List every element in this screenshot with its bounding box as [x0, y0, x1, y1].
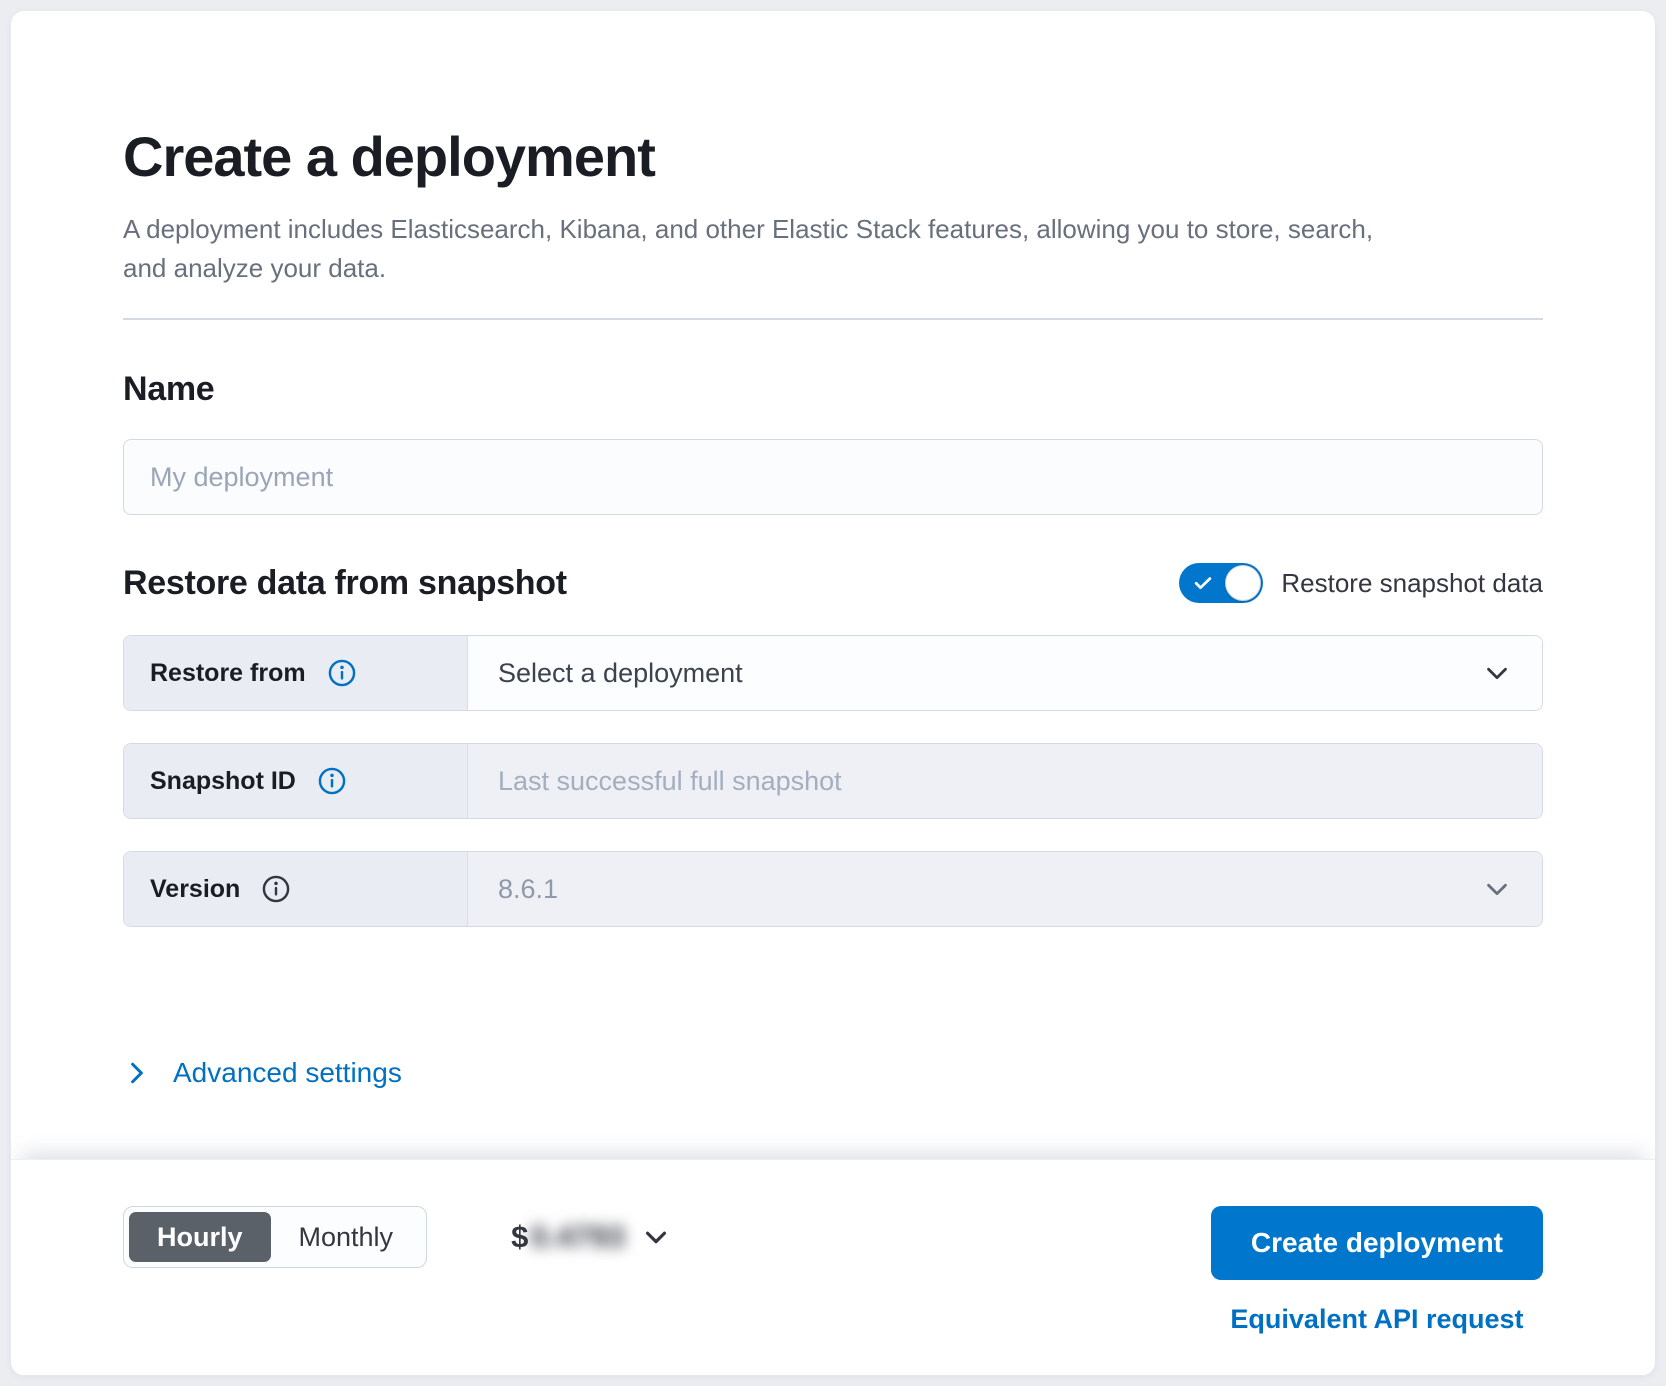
snapshot-id-label: Snapshot ID	[150, 766, 296, 795]
snapshot-id-input	[498, 765, 1512, 797]
version-info-icon[interactable]	[262, 875, 290, 903]
page-subtitle: A deployment includes Elasticsearch, Kib…	[123, 214, 1374, 284]
divider	[123, 318, 1543, 321]
bottom-bar: Hourly Monthly $ 0.4793 Create deploymen…	[11, 1159, 1655, 1375]
snapshot-id-field	[468, 744, 1542, 819]
monthly-button[interactable]: Monthly	[271, 1212, 422, 1262]
price-amount-blurred: 0.4793	[530, 1219, 626, 1254]
advanced-settings-link[interactable]: Advanced settings	[123, 1057, 402, 1089]
snapshot-id-row: Snapshot ID	[123, 743, 1543, 820]
toggle-knob	[1225, 565, 1262, 602]
chevron-right-icon	[123, 1059, 151, 1087]
version-value: 8.6.1	[498, 873, 559, 904]
toggle-label: Restore snapshot data	[1281, 567, 1543, 598]
advanced-settings-label: Advanced settings	[173, 1057, 402, 1089]
hourly-button[interactable]: Hourly	[129, 1212, 271, 1262]
price-display: $ 0.4793	[511, 1206, 671, 1268]
restore-from-value: Select a deployment	[498, 657, 743, 688]
billing-interval-toggle: Hourly Monthly	[123, 1206, 428, 1268]
deployment-name-input[interactable]	[123, 439, 1543, 516]
version-row: Version 8.6.1	[123, 851, 1543, 928]
snapshot-id-label-cell: Snapshot ID	[124, 744, 468, 819]
main-content: Create a deployment A deployment include…	[11, 11, 1655, 1159]
restore-from-row: Restore from Select a deployment	[123, 635, 1543, 712]
restore-snapshot-toggle[interactable]	[1179, 563, 1264, 604]
name-heading: Name	[123, 370, 215, 409]
restore-snapshot-toggle-group: Restore snapshot data	[1179, 563, 1543, 604]
restore-from-info-icon[interactable]	[328, 659, 356, 687]
restore-from-label: Restore from	[150, 658, 306, 687]
restore-from-label-cell: Restore from	[124, 636, 468, 711]
price-breakdown-chevron-icon[interactable]	[641, 1222, 671, 1252]
create-deployment-panel: Create a deployment A deployment include…	[10, 10, 1656, 1376]
version-label-cell: Version	[124, 852, 468, 927]
snapshot-heading: Restore data from snapshot	[123, 563, 567, 602]
footer-actions: Create deployment Equivalent API request	[1210, 1206, 1543, 1335]
chevron-down-icon	[1482, 658, 1512, 688]
create-deployment-button[interactable]: Create deployment	[1210, 1206, 1543, 1280]
check-icon	[1192, 572, 1214, 594]
equivalent-api-request-link[interactable]: Equivalent API request	[1230, 1304, 1524, 1334]
price-currency: $	[511, 1219, 529, 1254]
snapshot-heading-row: Restore data from snapshot Restore snaps…	[123, 563, 1543, 604]
snapshot-id-info-icon[interactable]	[318, 767, 346, 795]
restore-from-select[interactable]: Select a deployment	[468, 636, 1542, 711]
version-label: Version	[150, 874, 241, 903]
version-select: 8.6.1	[468, 852, 1542, 927]
chevron-down-icon	[1482, 874, 1512, 904]
page-title: Create a deployment	[123, 125, 656, 188]
